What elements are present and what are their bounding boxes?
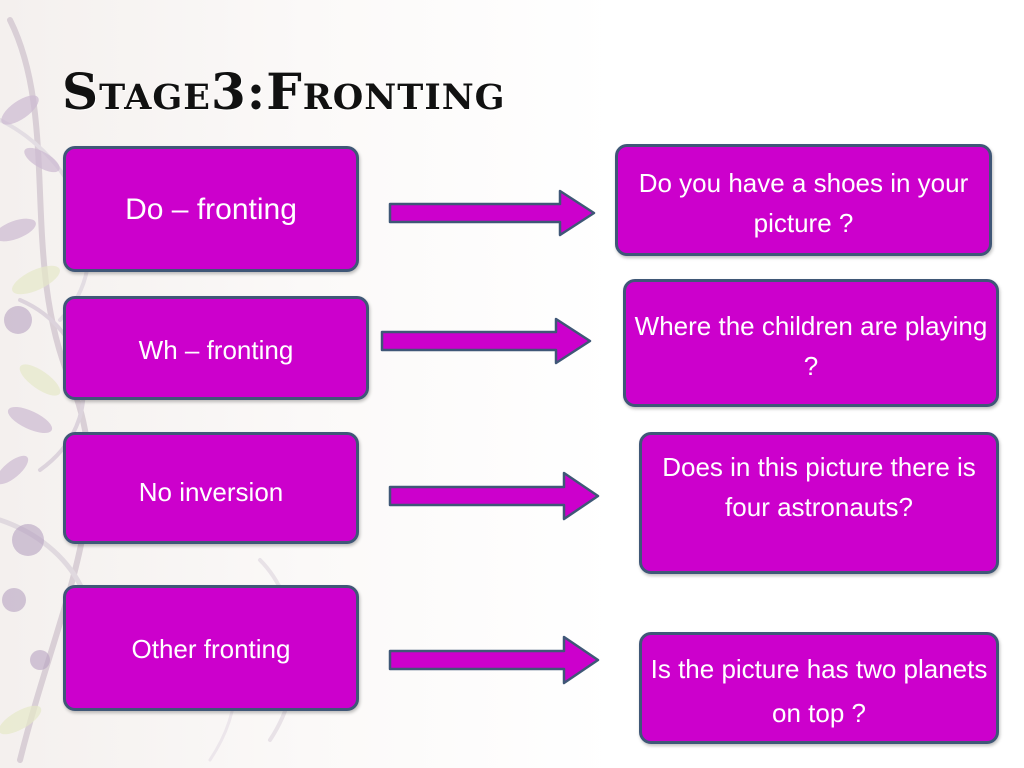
right-arrow-icon — [388, 471, 600, 521]
box-other-fronting: Other fronting — [63, 585, 359, 711]
box-label: Other fronting — [131, 634, 291, 664]
right-arrow-icon — [388, 635, 600, 685]
box-label: Do you have a shoes in your picture ? — [638, 168, 969, 238]
box-label: Wh – fronting — [138, 335, 294, 365]
box-label: Is the picture has two planets on top ? — [650, 654, 988, 728]
box-no-inversion: No inversion — [63, 432, 359, 544]
right-arrow-icon — [388, 189, 596, 237]
box-wh-fronting: Wh – fronting — [63, 296, 369, 400]
box-example-do-fronting: Do you have a shoes in your picture ? — [615, 144, 992, 256]
right-arrow-icon — [380, 317, 592, 365]
box-label: Does in this picture there is four astro… — [662, 452, 976, 522]
box-example-wh-fronting: Where the children are playing ? — [623, 279, 999, 407]
box-label: No inversion — [138, 477, 284, 507]
box-example-other-fronting: Is the picture has two planets on top ? — [639, 632, 999, 744]
slide-title: Stage3:Fronting — [62, 62, 506, 121]
box-do-fronting: Do – fronting — [63, 146, 359, 272]
box-example-no-inversion: Does in this picture there is four astro… — [639, 432, 999, 574]
box-label: Where the children are playing ? — [634, 311, 988, 381]
box-label: Do – fronting — [125, 193, 297, 226]
